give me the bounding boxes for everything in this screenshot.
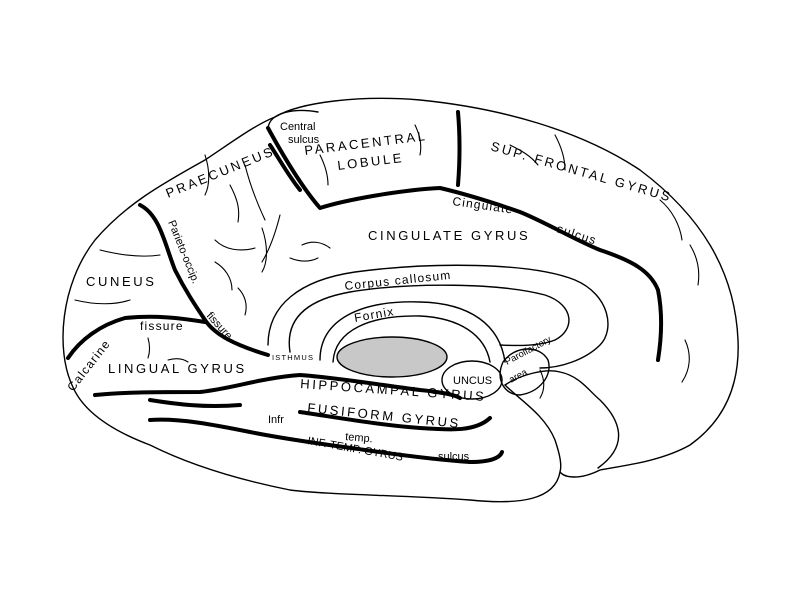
fornix-inner-arc [332, 315, 491, 363]
minor-sulcus [99, 249, 161, 257]
calcarine-fissure-label: fissure [140, 319, 184, 333]
parolfactory-label-line1: Parolfactory [503, 334, 553, 368]
minor-sulcus [244, 164, 266, 221]
corpus-callosum-inner-arc [288, 284, 570, 353]
minor-sulcus [301, 241, 331, 249]
minor-sulcus [229, 184, 240, 223]
minor-sulcus [261, 227, 268, 273]
minor-sulcus [289, 257, 319, 262]
brainstem-cut-edge [504, 370, 620, 469]
temp-label: temp. [345, 431, 373, 445]
uncus-outline [441, 360, 503, 400]
hemisphere-outline [62, 97, 739, 503]
paracentral-label-line1: PARACENTRAL [304, 128, 429, 158]
infr-label: Infr [268, 414, 284, 426]
cuneus-label: CUNEUS [86, 274, 157, 289]
central-sulcus-label-line2: sulcus [288, 134, 320, 146]
minor-sulcus [659, 199, 683, 241]
parieto-occipital-fissure [138, 203, 270, 357]
minor-sulcus [414, 124, 422, 156]
minor-sulcus [539, 369, 545, 399]
minor-sulcus [689, 244, 700, 286]
calcarine-fissure [66, 314, 207, 360]
fornix-arc [319, 301, 506, 363]
central-sulcus-loop [267, 109, 319, 129]
marginal-ramus [456, 110, 462, 187]
lingual-gyrus-label: LINGUAL GYRUS [108, 361, 247, 376]
minor-sulcus [74, 299, 131, 305]
minor-sulcus [214, 261, 233, 291]
paracentral-label-line2: LOBULE [337, 150, 405, 173]
central-sulcus-label-line1: Central [280, 121, 315, 133]
fornix-label: Fornix [353, 304, 395, 325]
minor-sulcus [509, 144, 539, 166]
parolfactory-label-line2: area [507, 367, 530, 386]
isthmus-label: ISTHMUS [272, 353, 314, 362]
thalamus-region [336, 336, 448, 378]
lingual-lower-sulcus [148, 398, 242, 409]
minor-sulcus [554, 134, 566, 171]
fusiform-gyrus-label: FUSIFORM GYRUS [307, 400, 462, 431]
minor-sulcus [214, 239, 256, 251]
minor-sulcus [167, 358, 189, 363]
cingulate-gyrus-label: CINGULATE GYRUS [368, 228, 530, 243]
uncus-label: UNCUS [453, 375, 492, 387]
minor-sulcus [237, 287, 247, 316]
collateral-sulcus [93, 373, 462, 400]
minor-sulcus [204, 154, 210, 196]
hippocampal-lower-sulcus [298, 410, 492, 432]
corpus-callosum-outer-arc [267, 264, 609, 369]
inf-temp-sulcus-label: sulcus [438, 451, 470, 463]
calcarine-label: Calcarine [64, 337, 113, 394]
cingulate-sulcus-label-line1: Cingulate [452, 194, 515, 216]
minor-sulcus [681, 339, 690, 383]
cingulate-sulcus [266, 126, 663, 362]
praecuneus-sulcus [268, 143, 302, 192]
inferior-temporal-sulcus [148, 417, 504, 464]
temporal-lobe-inner-edge [504, 384, 562, 473]
minor-sulcus [261, 214, 281, 263]
praecuneus-label: PRAECUNEUS [164, 143, 277, 200]
sup-frontal-gyrus-label: SUP. FRONTAL GYRUS [489, 138, 674, 204]
minor-sulcus [147, 337, 151, 359]
minor-sulcus [319, 154, 329, 186]
cingulate-sulcus-label-line2: sulcus [555, 222, 599, 248]
